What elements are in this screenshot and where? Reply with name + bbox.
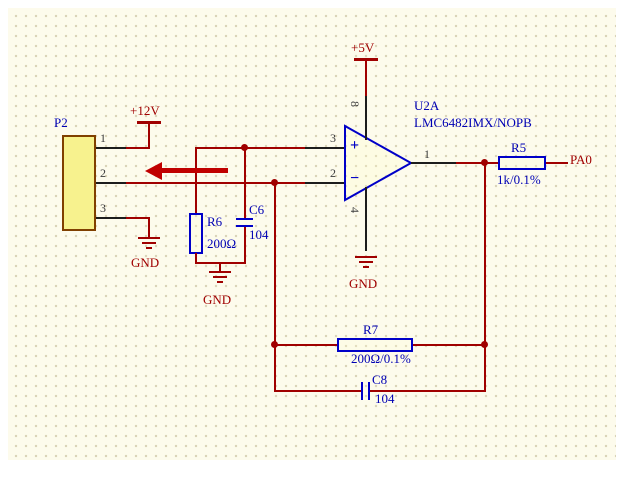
wire-12v-drop[interactable]	[148, 123, 150, 148]
connector-pin1-number: 1	[100, 131, 106, 145]
r6-designator[interactable]: R6	[207, 214, 223, 229]
opamp-plus-sign: +	[350, 137, 360, 154]
wire-r5-to-pa0[interactable]	[546, 162, 568, 164]
wire-pin3-gnd-drop[interactable]	[148, 218, 150, 237]
resistor-r5-body[interactable]	[498, 156, 546, 170]
opamp-designator[interactable]: U2A	[414, 98, 440, 113]
wire-c8-right-lead[interactable]	[370, 390, 485, 392]
r5-designator[interactable]: R5	[511, 140, 527, 155]
power-5v-label[interactable]: +5V	[351, 40, 375, 55]
power-5v-bar	[354, 58, 378, 61]
opamp-pin3-number: 3	[330, 131, 336, 145]
gnd-bar	[138, 237, 160, 239]
opamp-pin8-line	[365, 95, 367, 140]
wire-c6-bottom-lead[interactable]	[244, 227, 246, 264]
gnd-bar	[355, 256, 377, 258]
wire-c6-top-lead[interactable]	[244, 147, 246, 218]
wire-r7-right-lead[interactable]	[413, 344, 485, 346]
wire-r7-left-lead[interactable]	[276, 344, 337, 346]
wire-pin3-stub[interactable]	[126, 217, 150, 219]
c8-designator[interactable]: C8	[372, 372, 388, 387]
power-12v-label[interactable]: +12V	[130, 103, 160, 118]
opamp-part-number[interactable]: LMC6482IMX/NOPB	[414, 115, 532, 130]
opamp-minus-sign: −	[350, 170, 360, 187]
wire-5v-drop[interactable]	[365, 60, 367, 96]
connector-body[interactable]	[62, 135, 96, 231]
c6-designator[interactable]: C6	[249, 202, 265, 217]
wire-pin1-to-12v[interactable]	[126, 147, 150, 149]
c8-value[interactable]: 104	[375, 391, 395, 406]
r5-value[interactable]: 1k/0.1%	[497, 172, 541, 187]
gnd-opamp-label: GND	[349, 276, 378, 291]
gnd-bar	[359, 261, 373, 263]
capacitor-c6-plate-bottom[interactable]	[236, 225, 253, 227]
net-label-pa0[interactable]: PA0	[570, 152, 592, 167]
capacitor-c6-plate-top[interactable]	[236, 218, 253, 220]
opamp-pin4-line	[365, 187, 367, 251]
opamp-pin2-number: 2	[330, 166, 336, 180]
gnd-bar	[209, 271, 231, 273]
gnd-bar	[363, 266, 369, 268]
opamp-triangle[interactable]	[343, 124, 413, 202]
capacitor-c8-plate-right[interactable]	[368, 382, 370, 400]
annotation-arrow-head-icon	[145, 162, 162, 180]
gnd-bar	[142, 242, 156, 244]
connector-pin2-line	[96, 182, 126, 184]
gnd-left-label: GND	[131, 255, 160, 270]
wire-rc-gnd-drop[interactable]	[219, 262, 221, 271]
wire-feedback-right-vertical[interactable]	[484, 162, 486, 392]
power-12v-bar	[137, 121, 161, 124]
opamp-pin2-line	[305, 182, 345, 184]
wire-rc-to-opamp-plus[interactable]	[195, 147, 306, 149]
gnd-bar	[146, 247, 152, 249]
wire-output-to-r5[interactable]	[456, 162, 498, 164]
c6-value[interactable]: 104	[249, 227, 269, 242]
wire-c8-left-lead[interactable]	[276, 390, 362, 392]
schematic-sheet-grid	[8, 8, 616, 460]
junction-r7-right	[481, 341, 488, 348]
junction-r7-left	[271, 341, 278, 348]
wire-r6-top-lead[interactable]	[195, 147, 197, 213]
opamp-pin4-number: 4	[348, 207, 362, 213]
gnd-bar	[217, 281, 223, 283]
wire-pin2-to-opamp[interactable]	[126, 182, 306, 184]
wire-feedback-left-vertical[interactable]	[274, 183, 276, 392]
r7-designator[interactable]: R7	[363, 322, 379, 337]
resistor-r6-body[interactable]	[189, 213, 203, 254]
opamp-pin1-line	[411, 162, 456, 164]
connector-pin3-line	[96, 217, 126, 219]
capacitor-c8-plate-left[interactable]	[361, 382, 363, 400]
opamp-pin3-line	[305, 147, 345, 149]
r7-value[interactable]: 200Ω/0.1%	[351, 351, 411, 366]
opamp-pin1-number: 1	[424, 147, 430, 161]
connector-designator[interactable]: P2	[54, 115, 68, 130]
connector-pin2-number: 2	[100, 166, 106, 180]
junction-inverting-input	[271, 179, 278, 186]
gnd-bar	[213, 276, 227, 278]
gnd-mid-label: GND	[203, 292, 232, 307]
connector-pin3-number: 3	[100, 201, 106, 215]
resistor-r7-body[interactable]	[337, 338, 413, 352]
annotation-arrow-tail	[160, 168, 228, 173]
wire-r6-bottom-lead[interactable]	[195, 253, 197, 264]
connector-pin1-line	[96, 147, 126, 149]
r6-value[interactable]: 200Ω	[207, 236, 237, 251]
opamp-pin8-number: 8	[348, 101, 362, 107]
